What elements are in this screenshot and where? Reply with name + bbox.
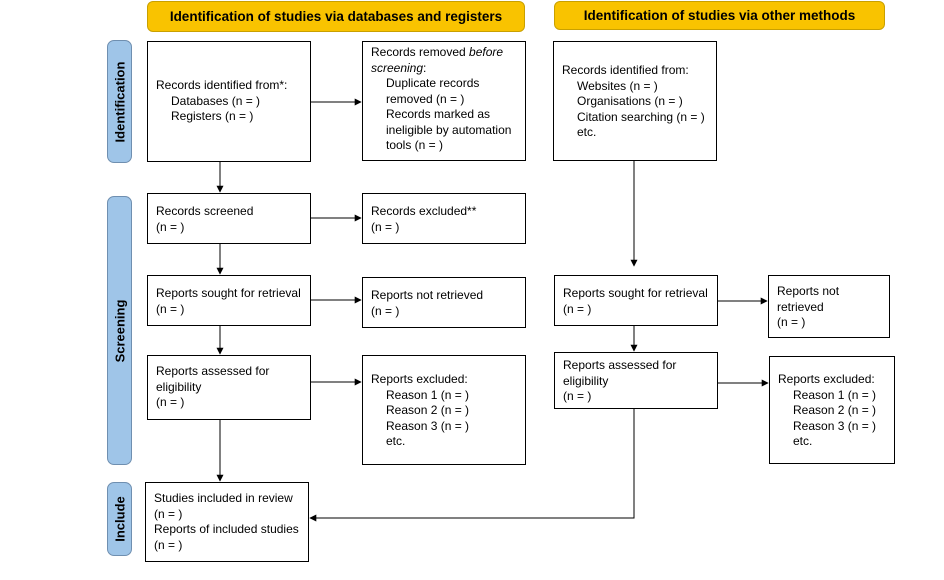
box-text: Reason 2 (n = ): [793, 403, 877, 417]
other-reports-excluded-box: Reports excluded: Reason 1 (n = ) Reason…: [769, 356, 895, 464]
other-reports-sought-box: Reports sought for retrieval (n = ): [554, 275, 718, 326]
box-text: eligibility: [156, 379, 202, 394]
other-records-identified-box: Records identified from: Websites (n = )…: [553, 41, 717, 161]
box-text: (n = ): [154, 506, 183, 521]
box-text: (n = ): [156, 219, 185, 234]
box-text: removed (n = ): [386, 91, 465, 106]
box-text: Records screened: [156, 204, 254, 218]
box-text: Organisations (n = ): [577, 94, 683, 108]
arrow-other-assessed-to-included: [309, 409, 635, 522]
other-reports-assessed-box: Reports assessed for eligibility (n = ): [554, 352, 718, 409]
box-text: Reason 1 (n = ): [386, 387, 470, 402]
box-text: etc.: [793, 434, 813, 448]
box-text: screening:: [371, 60, 427, 75]
box-text: Reports sought for retrieval: [156, 286, 301, 300]
box-text: ineligible by automation: [386, 122, 512, 137]
box-text: (n = ): [371, 303, 400, 318]
records-screened-box: Records screened (n = ): [147, 193, 311, 244]
box-text: Reports assessed for: [563, 358, 677, 372]
box-text: etc.: [577, 125, 597, 139]
box-text: Reports sought for retrieval: [563, 286, 708, 300]
box-text: Reason 1 (n = ): [793, 387, 877, 402]
box-text: (n = ): [156, 301, 185, 316]
box-text: Reason 2 (n = ): [386, 403, 470, 417]
box-text: Citation searching (n = ): [577, 109, 705, 124]
box-text: retrieved: [777, 299, 824, 314]
stage-include: Include: [107, 482, 132, 556]
box-text: Records removed before: [371, 45, 504, 59]
reports-sought-box: Reports sought for retrieval (n = ): [147, 275, 311, 326]
box-text: Records identified from:: [562, 63, 689, 77]
records-identified-box: Records identified from*: Databases (n =…: [147, 41, 311, 162]
box-text: Registers (n = ): [171, 109, 254, 124]
records-excluded-box: Records excluded** (n = ): [362, 193, 526, 244]
reports-excluded-box: Reports excluded: Reason 1 (n = ) Reason…: [362, 355, 526, 465]
box-text: Reason 3 (n = ): [386, 418, 470, 433]
box-text: (n = ): [371, 219, 400, 234]
box-text: Records marked as: [386, 107, 491, 121]
box-text: Reports of included studies: [154, 522, 299, 536]
box-text: (n = ): [777, 315, 806, 329]
box-text: (n = ): [156, 395, 185, 409]
box-text: tools (n = ): [386, 138, 444, 152]
records-removed-box: Records removed before screening: Duplic…: [362, 41, 526, 161]
box-text: Reports assessed for: [156, 364, 270, 378]
box-text: Databases (n = ): [171, 93, 261, 108]
box-text: eligibility: [563, 373, 609, 388]
box-text: Websites (n = ): [577, 78, 658, 93]
header-databases: Identification of studies via databases …: [147, 1, 525, 32]
box-text: Reason 3 (n = ): [793, 418, 877, 433]
box-text: etc.: [386, 434, 406, 448]
stage-screening: Screening: [107, 196, 132, 465]
other-reports-not-retrieved-box: Reports not retrieved (n = ): [768, 275, 890, 338]
box-text: Reports excluded:: [778, 372, 875, 386]
box-text: Records excluded**: [371, 204, 477, 218]
box-text: Records identified from*:: [156, 78, 288, 93]
reports-assessed-box: Reports assessed for eligibility (n = ): [147, 355, 311, 420]
stage-identification: Identification: [107, 40, 132, 163]
reports-not-retrieved-box: Reports not retrieved (n = ): [362, 277, 526, 328]
box-text: Reports not: [777, 284, 840, 298]
box-text: Reports excluded:: [371, 372, 468, 386]
box-text: (n = ): [563, 301, 592, 316]
box-text: Reports not retrieved: [371, 288, 484, 302]
header-other-methods: Identification of studies via other meth…: [554, 1, 885, 30]
box-text: (n = ): [563, 389, 592, 403]
box-text: Studies included in review: [154, 491, 293, 505]
box-text: (n = ): [154, 537, 183, 552]
studies-included-box: Studies included in review (n = ) Report…: [145, 482, 309, 562]
box-text: Duplicate records: [386, 76, 480, 90]
